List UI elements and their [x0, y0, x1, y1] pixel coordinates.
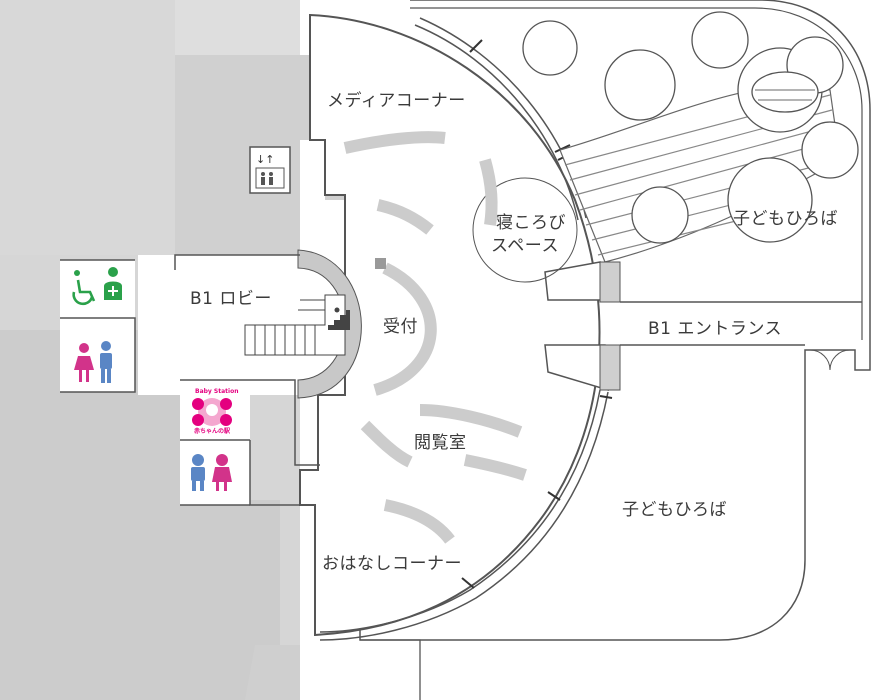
- stairs-icon: [328, 307, 350, 330]
- room-label-b1-lobby: B1 ロビー: [190, 289, 272, 309]
- outer-boundary: [359, 0, 871, 641]
- b1-entrance-corridor: [620, 301, 862, 346]
- reception-marker: [375, 258, 386, 269]
- main-hall-floor: [299, 13, 601, 637]
- stair-enclosure: [297, 249, 362, 399]
- room-label-kids-plaza-top: 子どもひろば: [733, 209, 838, 229]
- entrance-vestibule: [544, 261, 621, 392]
- south-wall: [360, 639, 421, 700]
- baby-station-top-text: Baby Station: [195, 388, 239, 395]
- room-label-kids-plaza-bottom: 子どもひろば: [622, 500, 727, 520]
- room-label-media-corner: メディアコーナー: [327, 91, 466, 111]
- mens-toilet-icon: [100, 341, 112, 383]
- room-label-b1-entrance: B1 エントランス: [648, 319, 783, 339]
- outer-boundary-inner: [410, 7, 863, 340]
- elevator-icon: ↓↑: [249, 146, 291, 194]
- room-label-nap-space-1: 寝ころび: [496, 213, 566, 233]
- room-label-nap-space-2: スペース: [491, 236, 559, 256]
- kids-toilet-icon: [191, 454, 232, 491]
- room-label-story-corner: おはなしコーナー: [322, 554, 462, 574]
- svg-text:↓↑: ↓↑: [256, 153, 274, 166]
- entrance-doors: [809, 349, 851, 371]
- nap-space-area: [472, 177, 578, 283]
- staircase: [244, 294, 346, 356]
- baby-station-icon: [188, 385, 236, 437]
- bookshelves: [343, 131, 527, 544]
- plaza-oval: [751, 71, 819, 113]
- baby-station-bottom-text: 赤ちゃんの駅: [194, 428, 231, 435]
- womens-toilet-icon: [74, 343, 94, 382]
- accessible-toilet-icon: [60, 262, 135, 314]
- interior-walls: [60, 254, 320, 506]
- room-label-reading-room: 閲覧室: [414, 433, 467, 453]
- room-label-reception: 受付: [383, 317, 418, 337]
